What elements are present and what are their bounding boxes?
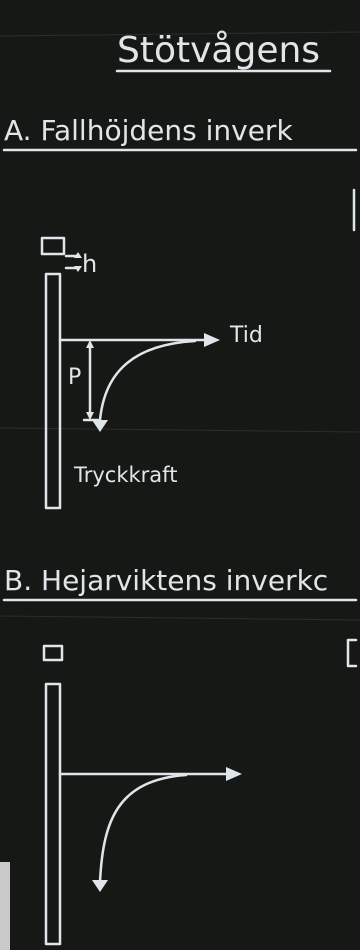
label-h: h [82,250,97,278]
force-arrowhead-a [92,420,108,432]
panel-seam-top [0,31,360,37]
pile-a [44,272,62,510]
section-b-heading: B. Hejarviktens inverkc [4,564,328,597]
p-arrow-down [86,412,94,420]
image-edge-strip [0,862,10,950]
diagram-title: Stötvågens [117,30,320,71]
panel-seam-lower [0,615,360,621]
pile-b [44,682,62,946]
time-axis-arrowhead-b [226,767,242,781]
panel-seam-middle [0,427,360,433]
section-a-heading: A. Fallhöjdens inverk [4,114,293,147]
drop-weight-square-b [42,644,64,662]
force-arrowhead-b [92,880,108,892]
h-arrow-down [74,266,82,272]
time-axis-arrowhead-a [204,333,220,347]
label-p: P [68,365,81,390]
label-tryckkraft: Tryckkraft [73,463,177,487]
label-tid: Tid [229,323,263,348]
force-curve-a [98,339,197,422]
h-arrow-up [74,252,82,258]
drop-weight-bracket-right [346,638,358,668]
force-curve-b [98,773,188,884]
drop-weight-square [40,236,66,256]
p-arrow-up [86,340,94,348]
